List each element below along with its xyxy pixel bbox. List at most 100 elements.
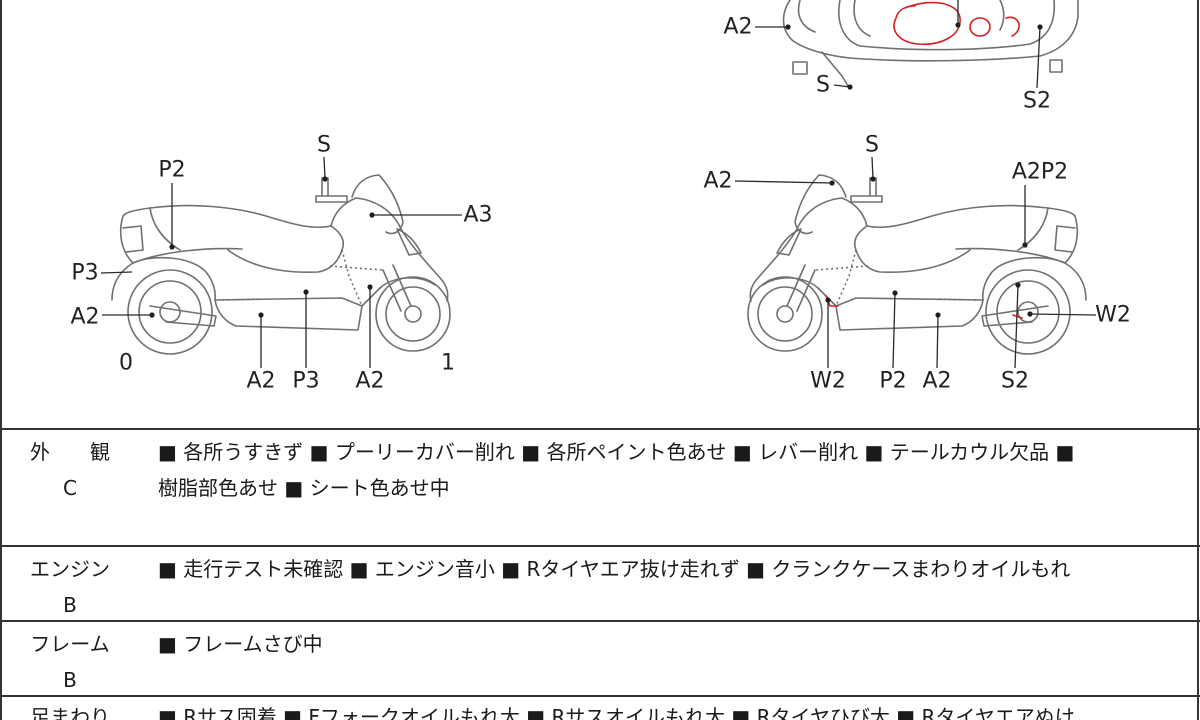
rear-hub — [159, 301, 181, 323]
point-marker — [303, 289, 309, 295]
category-cell: 外 観 C — [0, 434, 140, 506]
point-marker — [785, 24, 791, 30]
scooter-right-side — [747, 174, 1087, 355]
front-tire — [375, 276, 451, 352]
handwritten-circle-mark — [969, 17, 991, 37]
point-marker — [829, 180, 835, 186]
leader-line — [833, 84, 851, 88]
damage-code-label: P3 — [292, 369, 319, 394]
damage-code-label: A2 — [70, 305, 99, 330]
handwritten-curve-mark — [1005, 16, 1020, 37]
leader-line — [323, 156, 326, 180]
row-exterior: 外 観 C ■ 各所うすきず ■ プーリーカバー削れ ■ 各所ペイント色あせ ■… — [0, 428, 1200, 545]
floorboard — [214, 297, 363, 331]
front-fender — [378, 277, 436, 290]
damage-code-label: S2 — [1023, 89, 1051, 114]
leader-line — [1036, 26, 1041, 89]
point-marker — [1015, 282, 1021, 288]
headlight — [396, 228, 422, 256]
point-marker — [322, 176, 328, 182]
damage-code-label: A2 — [723, 15, 752, 40]
damage-code-label: A3 — [463, 203, 492, 228]
leader-line — [100, 271, 133, 274]
damage-code-label: A2 — [922, 369, 951, 394]
handlebar — [315, 195, 348, 203]
wheel-mark-label: 0 — [119, 351, 133, 376]
scooter-top-view: A2 S S2 — [723, 0, 1079, 114]
category-label: フレーム — [30, 632, 110, 656]
category-cell: エンジン B — [0, 551, 140, 620]
row-frame: フレーム B ■ フレームさび中 — [0, 620, 1200, 695]
leader-line — [936, 314, 939, 369]
grade-label: B — [63, 668, 77, 692]
right-view-labels: S A2 A2P2 W2 W2 P2 A2 S2 — [703, 133, 1130, 394]
left-view-labels: S P2 A3 P3 A2 0 1 A2 P3 A2 — [70, 133, 492, 394]
top-front-detail — [797, 0, 816, 33]
point-marker — [870, 176, 876, 182]
seat-base — [132, 207, 243, 264]
point-marker — [169, 244, 175, 250]
damage-code-label: W2 — [1095, 303, 1131, 328]
damage-diagram-area: A2 S S2 — [70, 0, 1131, 394]
point-marker — [149, 312, 155, 318]
top-handlebar — [821, 51, 849, 87]
note-line: ■ 各所うすきず ■ プーリーカバー削れ ■ 各所ペイント色あせ ■ レバー削れ… — [158, 440, 1075, 464]
point-marker — [367, 284, 373, 290]
front-rim — [385, 286, 441, 342]
top-body-outline — [782, 0, 1079, 62]
damage-code-label: A2 — [355, 369, 384, 394]
point-marker — [847, 84, 853, 90]
windscreen — [351, 174, 404, 235]
point-marker — [1022, 242, 1028, 248]
wheel-mark-label: 1 — [441, 351, 455, 376]
notes-cell: ■ フレームさび中 — [158, 626, 1188, 662]
leader-line — [1014, 284, 1019, 369]
category-label: 足まわり — [30, 705, 110, 720]
damage-code-label: A2 — [703, 169, 732, 194]
panel-seam — [221, 298, 263, 301]
frame-border-left — [0, 0, 2, 720]
point-marker — [1037, 24, 1043, 30]
top-rear-step — [1049, 59, 1063, 73]
panel-seam — [341, 249, 363, 307]
point-marker — [258, 312, 264, 318]
rear-tire — [127, 269, 213, 355]
note-line: 樹脂部色あせ ■ シート色あせ中 — [158, 476, 450, 500]
damage-code-label: S — [816, 73, 830, 98]
notes-cell: ■ 各所うすきず ■ プーリーカバー削れ ■ 各所ペイント色あせ ■ レバー削れ… — [158, 434, 1188, 506]
damage-code-label: P2 — [879, 369, 906, 394]
point-marker — [1027, 311, 1033, 317]
panel-seam — [329, 265, 383, 271]
notes-cell: ■ Rサス固着 ■ Fフォークオイルもれ大 ■ Rサスオイルもれ大 ■ Rタイヤ… — [158, 699, 1188, 720]
category-cell: フレーム B — [0, 626, 140, 695]
front-hub — [404, 305, 422, 323]
tail-light — [122, 225, 144, 253]
top-front-step — [792, 61, 808, 75]
top-seat-outline — [838, 0, 1056, 51]
damage-code-label: S2 — [1001, 369, 1029, 394]
notes-cell: ■ 走行テスト未確認 ■ エンジン音小 ■ Rタイヤエア抜け走れず ■ クランク… — [158, 551, 1188, 587]
point-marker — [825, 297, 831, 303]
point-marker — [369, 212, 375, 218]
grade-label: B — [63, 593, 77, 617]
tail-and-seat — [119, 204, 332, 264]
damage-code-label: A2 — [246, 369, 275, 394]
damage-code-label: A2P2 — [1012, 160, 1068, 185]
leader-line — [1029, 313, 1097, 316]
front-fork — [382, 264, 412, 312]
category-label: 外 観 — [30, 440, 120, 464]
handwritten-circle-mark — [893, 1, 961, 46]
point-marker — [935, 312, 941, 318]
swing-arm — [149, 305, 217, 327]
damage-code-label: W2 — [810, 369, 846, 394]
damage-code-label: S — [317, 133, 331, 158]
top-rear-detail — [999, 0, 1005, 31]
row-engine: エンジン B ■ 走行テスト未確認 ■ エンジン音小 ■ Rタイヤエア抜け走れず… — [0, 545, 1200, 620]
damage-code-label: P3 — [71, 261, 98, 286]
rear-rim — [138, 280, 202, 344]
grade-label: C — [63, 476, 77, 500]
note-line: ■ 走行テスト未確認 ■ エンジン音小 ■ Rタイヤエア抜け走れず ■ クランク… — [158, 557, 1071, 581]
side-panel — [227, 225, 345, 273]
category-cell: 足まわり — [0, 699, 140, 720]
